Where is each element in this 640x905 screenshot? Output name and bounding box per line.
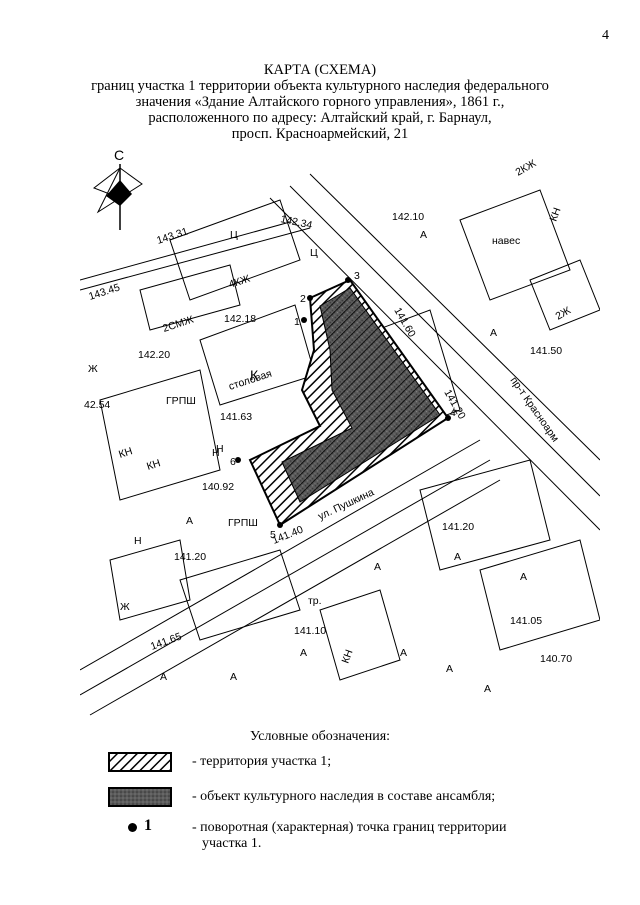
title-line-4: расположенного по адресу: Алтайский край… xyxy=(148,110,492,126)
legend-swatch-hatch xyxy=(108,752,172,772)
north-arrow: С xyxy=(92,147,143,230)
svg-text:142.34: 142.34 xyxy=(279,213,313,231)
svg-text:КН: КН xyxy=(145,457,162,473)
svg-text:141.63: 141.63 xyxy=(220,411,252,423)
heritage-object xyxy=(281,287,441,503)
svg-text:141.20: 141.20 xyxy=(442,521,474,533)
svg-text:142.18: 142.18 xyxy=(224,313,256,325)
legend-text-point-2: участка 1. xyxy=(202,836,262,851)
svg-text:141.10: 141.10 xyxy=(294,625,326,637)
svg-text:140.92: 140.92 xyxy=(202,481,234,493)
street-krasnoarmeysky: пр-т Красноарм xyxy=(508,375,562,444)
svg-text:142.20: 142.20 xyxy=(138,349,170,361)
svg-text:2СМЖ: 2СМЖ xyxy=(161,314,195,335)
svg-text:140.70: 140.70 xyxy=(540,653,572,665)
legend-text-heritage: - объект культурного наследия в составе … xyxy=(192,789,496,804)
point-2: 2 xyxy=(300,293,306,305)
svg-text:КН: КН xyxy=(340,648,356,665)
grpsh-label-2: ГРПШ xyxy=(228,517,258,529)
point-1: 1 xyxy=(294,316,300,328)
point-4: 4 xyxy=(450,407,456,419)
legend-point-dot xyxy=(128,823,137,832)
svg-text:2КЖ: 2КЖ xyxy=(514,157,539,178)
svg-text:2Ж: 2Ж xyxy=(554,304,574,322)
svg-text:А: А xyxy=(400,647,407,659)
svg-text:А: А xyxy=(420,229,427,241)
legend-title: Условные обозначения: xyxy=(250,729,391,744)
title-line-5: просп. Красноармейский, 21 xyxy=(231,126,409,142)
svg-text:А: А xyxy=(490,327,497,339)
svg-text:Ц: Ц xyxy=(310,247,318,259)
cadastral-map: С 3 2 4 xyxy=(80,147,600,716)
svg-text:Н: Н xyxy=(134,535,142,547)
svg-text:А: А xyxy=(230,671,237,683)
svg-text:А: А xyxy=(520,571,527,583)
title-line-3: значения «Здание Алтайского горного упра… xyxy=(135,94,505,110)
svg-text:Ж: Ж xyxy=(88,363,98,375)
area-letters: А А А А А А А А А А А А Ц Ц Н Н xyxy=(134,229,527,695)
title-line-1: КАРТА (СХЕМА) xyxy=(263,62,377,78)
svg-text:КН: КН xyxy=(117,445,134,461)
naves-label: навес xyxy=(492,235,520,247)
svg-text:А: А xyxy=(300,647,307,659)
svg-text:КН: КН xyxy=(548,206,564,223)
svg-text:Н: Н xyxy=(216,443,224,455)
svg-text:141.65: 141.65 xyxy=(149,631,183,653)
svg-text:А: А xyxy=(454,551,461,563)
svg-text:143.45: 143.45 xyxy=(87,281,121,302)
point-5: 5 xyxy=(270,529,276,541)
point-3: 3 xyxy=(354,270,360,282)
svg-text:А: А xyxy=(446,663,453,675)
legend-text-territory: - территория участка 1; xyxy=(192,754,332,769)
svg-text:Ж: Ж xyxy=(120,601,130,613)
title-line-2: границ участка 1 территории объекта куль… xyxy=(91,78,549,94)
roads xyxy=(80,173,600,716)
svg-text:А: А xyxy=(484,683,491,695)
grpsh-label-1: ГРПШ xyxy=(166,395,196,407)
svg-text:А: А xyxy=(186,515,193,527)
north-label: С xyxy=(114,147,124,163)
svg-text:141.05: 141.05 xyxy=(510,615,542,627)
svg-text:143.31: 143.31 xyxy=(155,225,189,246)
svg-text:142.10: 142.10 xyxy=(392,211,424,223)
tr-label: тр. xyxy=(308,595,322,607)
svg-text:42.54: 42.54 xyxy=(84,399,110,411)
svg-text:Ц: Ц xyxy=(230,229,238,241)
svg-text:К: К xyxy=(250,367,259,383)
svg-text:4КЖ: 4КЖ xyxy=(227,273,252,291)
legend-swatch-dark xyxy=(108,787,172,807)
point-6: 6 xyxy=(230,456,236,468)
svg-text:141.20: 141.20 xyxy=(174,551,206,563)
legend-point-number: 1 xyxy=(144,817,152,834)
page-number: 4 xyxy=(602,28,609,43)
svg-text:Н: Н xyxy=(212,447,220,459)
legend-text-point-1: - поворотная (характерная) точка границ … xyxy=(192,820,507,835)
svg-text:А: А xyxy=(160,671,167,683)
svg-text:А: А xyxy=(374,561,381,573)
map-title: КАРТА (СХЕМА) границ участка 1 территори… xyxy=(60,62,580,142)
svg-text:141.50: 141.50 xyxy=(530,345,562,357)
turning-points: 3 2 4 5 6 1 xyxy=(230,270,456,541)
